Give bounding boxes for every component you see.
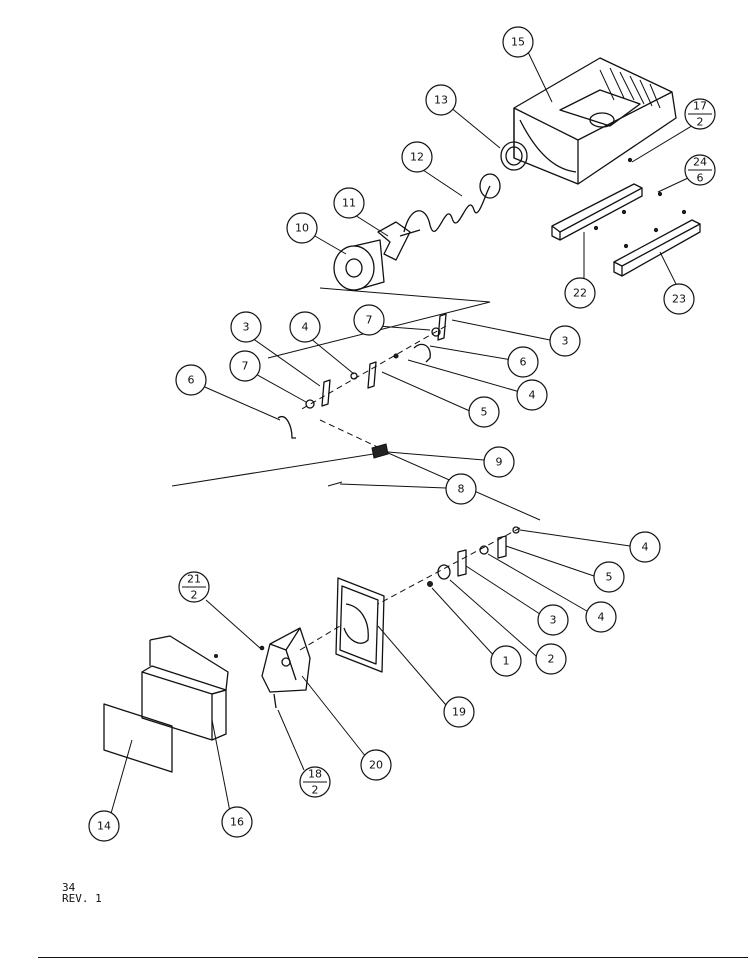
svg-text:14: 14 — [97, 820, 111, 833]
svg-text:9: 9 — [496, 456, 503, 469]
callout-18-over-2: 18 2 — [299, 766, 331, 798]
callout-12: 12 — [401, 141, 433, 173]
svg-text:7: 7 — [366, 314, 373, 327]
auger-spring — [399, 185, 491, 237]
callout-21-over-2: 21 2 — [178, 571, 210, 603]
svg-text:2: 2 — [697, 116, 704, 129]
svg-text:12: 12 — [410, 151, 424, 164]
svg-text:3: 3 — [243, 321, 250, 334]
callout-24-over-6: 24 6 — [684, 154, 716, 186]
callout-1: 1 — [490, 645, 522, 677]
svg-text:10: 10 — [295, 222, 309, 235]
page-number: 34 — [62, 881, 76, 894]
revision-label: REV. 1 — [62, 892, 102, 905]
callout-10: 10 — [286, 212, 318, 244]
callout-3-lower: 3 — [537, 604, 569, 636]
svg-text:4: 4 — [642, 541, 649, 554]
auger-drum — [333, 239, 385, 291]
svg-text:20: 20 — [369, 759, 383, 772]
callout-5-upper: 5 — [468, 396, 500, 428]
svg-text:2: 2 — [548, 653, 555, 666]
svg-text:23: 23 — [672, 293, 686, 306]
footer-block: 34 REV. 1 — [62, 882, 102, 904]
svg-text:16: 16 — [230, 816, 244, 829]
svg-text:18: 18 — [308, 768, 322, 781]
callout-3-upper-right: 3 — [549, 325, 581, 357]
ice-bin-hatching — [599, 67, 661, 109]
svg-text:8: 8 — [458, 483, 465, 496]
auger-blade — [377, 221, 411, 261]
slide-rail-right — [613, 219, 701, 277]
svg-text:7: 7 — [242, 360, 249, 373]
svg-text:2: 2 — [191, 589, 198, 602]
callout-4-upper-right: 4 — [516, 379, 548, 411]
callout-6-left: 6 — [175, 364, 207, 396]
svg-text:6: 6 — [697, 172, 704, 185]
svg-text:17: 17 — [693, 100, 707, 113]
svg-text:21: 21 — [187, 573, 201, 586]
callout-17-over-2: 17 2 — [684, 98, 716, 130]
callout-5-lower: 5 — [593, 561, 625, 593]
callout-23: 23 — [663, 283, 695, 315]
svg-text:6: 6 — [520, 356, 527, 369]
svg-text:22: 22 — [573, 287, 587, 300]
svg-text:19: 19 — [452, 706, 466, 719]
callout-4-lower-right: 4 — [629, 531, 661, 563]
svg-text:2: 2 — [312, 784, 319, 797]
callout-6-upper-right: 6 — [507, 346, 539, 378]
svg-text:24: 24 — [693, 156, 707, 169]
svg-text:3: 3 — [562, 335, 569, 348]
svg-text:4: 4 — [598, 611, 605, 624]
callout-8: 8 — [445, 473, 477, 505]
svg-text:3: 3 — [550, 614, 557, 627]
bottom-rule — [38, 957, 748, 958]
callout-2: 2 — [535, 643, 567, 675]
callout-19: 19 — [443, 696, 475, 728]
ice-bin-part — [513, 57, 677, 185]
svg-text:5: 5 — [606, 571, 613, 584]
callout-4-lower: 4 — [585, 601, 617, 633]
callout-3-upper-left: 3 — [230, 311, 262, 343]
svg-text:1: 1 — [503, 655, 510, 668]
callout-11: 11 — [333, 187, 365, 219]
screw-points — [593, 157, 687, 249]
svg-text:13: 13 — [434, 94, 448, 107]
svg-text:11: 11 — [342, 197, 356, 210]
motor-shaft-pin — [327, 443, 389, 487]
svg-text:6: 6 — [188, 374, 195, 387]
svg-text:5: 5 — [481, 406, 488, 419]
callout-22: 22 — [564, 277, 596, 309]
front-panel — [141, 635, 229, 741]
callout-14: 14 — [88, 810, 120, 842]
leader-lines — [107, 51, 696, 825]
callout-16: 16 — [221, 806, 253, 838]
callout-20: 20 — [360, 749, 392, 781]
callout-15: 15 — [502, 26, 534, 58]
callout-7-upper: 7 — [353, 304, 385, 336]
svg-text:4: 4 — [302, 321, 309, 334]
svg-text:4: 4 — [529, 389, 536, 402]
callout-13: 13 — [425, 84, 457, 116]
slide-rail-left — [551, 183, 643, 241]
upper-hardware-cluster — [277, 313, 447, 451]
callout-4-upper-left: 4 — [289, 311, 321, 343]
motor-housing — [259, 625, 341, 709]
callout-7-left: 7 — [229, 350, 261, 382]
label-plate — [103, 703, 173, 773]
lower-hardware-cluster — [377, 526, 521, 605]
motor-mount-plate — [335, 577, 385, 673]
auger-bearing-ring — [479, 141, 528, 199]
callout-9: 9 — [483, 446, 515, 478]
svg-text:15: 15 — [511, 36, 525, 49]
